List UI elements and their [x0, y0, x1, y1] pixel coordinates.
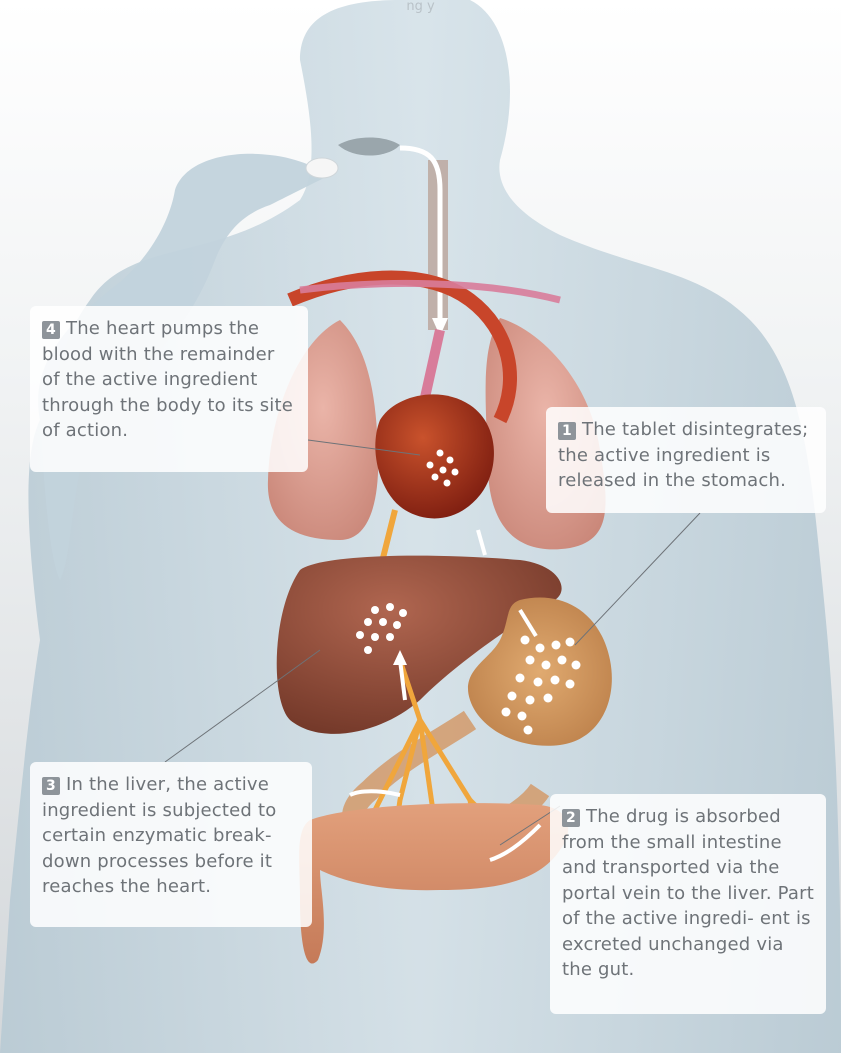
callout-number: 3 [42, 777, 60, 795]
tablet [306, 158, 338, 178]
callout-number: 4 [42, 321, 60, 339]
callout-text: The heart pumps the blood with the remai… [42, 318, 293, 441]
callout-text: The tablet disintegrates; the active ing… [558, 419, 808, 491]
top-caption: ng y [0, 0, 841, 22]
callout-text: In the liver, the active ingredient is s… [42, 774, 276, 897]
callout-number: 1 [558, 422, 576, 440]
callout-text: The drug is absorbed from the small inte… [562, 806, 814, 980]
callout-number: 2 [562, 809, 580, 827]
